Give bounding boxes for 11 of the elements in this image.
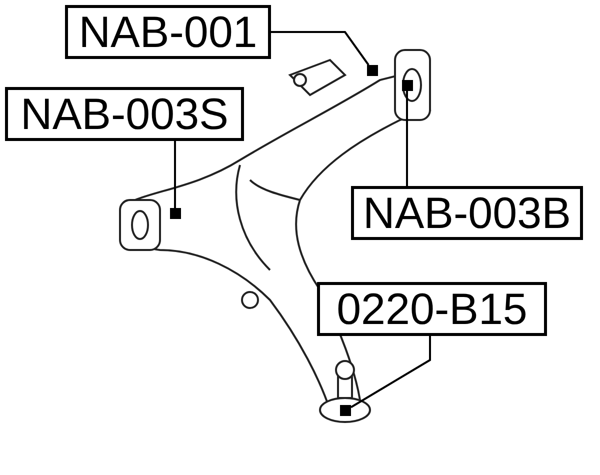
part-marker <box>367 65 378 76</box>
part-marker <box>340 405 351 416</box>
part-number-label: NAB-003B <box>351 186 583 240</box>
leader-line <box>271 31 370 66</box>
part-marker <box>170 208 181 219</box>
part-number-label: NAB-003S <box>5 87 244 141</box>
leader-line <box>350 336 431 408</box>
part-number-label: NAB-001 <box>65 5 271 59</box>
part-number-label: 0220-B15 <box>317 282 547 336</box>
leader-line <box>174 141 176 208</box>
part-marker <box>402 80 413 91</box>
